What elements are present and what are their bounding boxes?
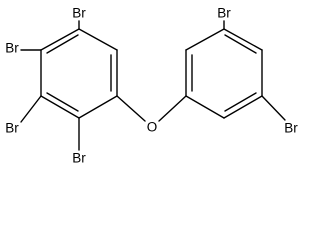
chemical-structure-diagram: Br Br Br Br O Br Br [5, 6, 298, 166]
left-ring-bond [78, 95, 118, 119]
left-ring-bond [40, 28, 80, 51]
bromine-atom-label: Br [72, 151, 86, 166]
c-br-bond [261, 95, 286, 121]
right-ring-bond [223, 95, 263, 119]
oxygen-atom-label: O [147, 120, 158, 135]
c-br-bond [20, 95, 42, 123]
right-benzene-ring [185, 28, 263, 119]
right-ring-bond [185, 95, 225, 119]
left-ring-double-bond [46, 34, 79, 54]
right-ring-bond [185, 28, 225, 51]
right-ring-double-bond [224, 34, 257, 54]
bromine-atom-label: Br [284, 121, 298, 136]
left-benzene-ring [40, 28, 118, 119]
c-o-bond [116, 95, 146, 122]
substituent-bonds [20, 20, 286, 151]
o-c-bond [158, 95, 187, 122]
bromine-atom-label: Br [5, 121, 19, 136]
left-ring-bond [78, 28, 118, 51]
bromine-atom-label: Br [217, 6, 231, 21]
right-ring-bond [223, 28, 263, 51]
right-ring-double-bond [224, 92, 257, 112]
left-ring-bond [40, 95, 80, 119]
bromine-atom-label: Br [5, 41, 19, 56]
atom-labels: Br Br Br Br O Br Br [5, 6, 298, 166]
bromine-atom-label: Br [72, 6, 86, 21]
left-ring-double-bond [46, 92, 79, 112]
